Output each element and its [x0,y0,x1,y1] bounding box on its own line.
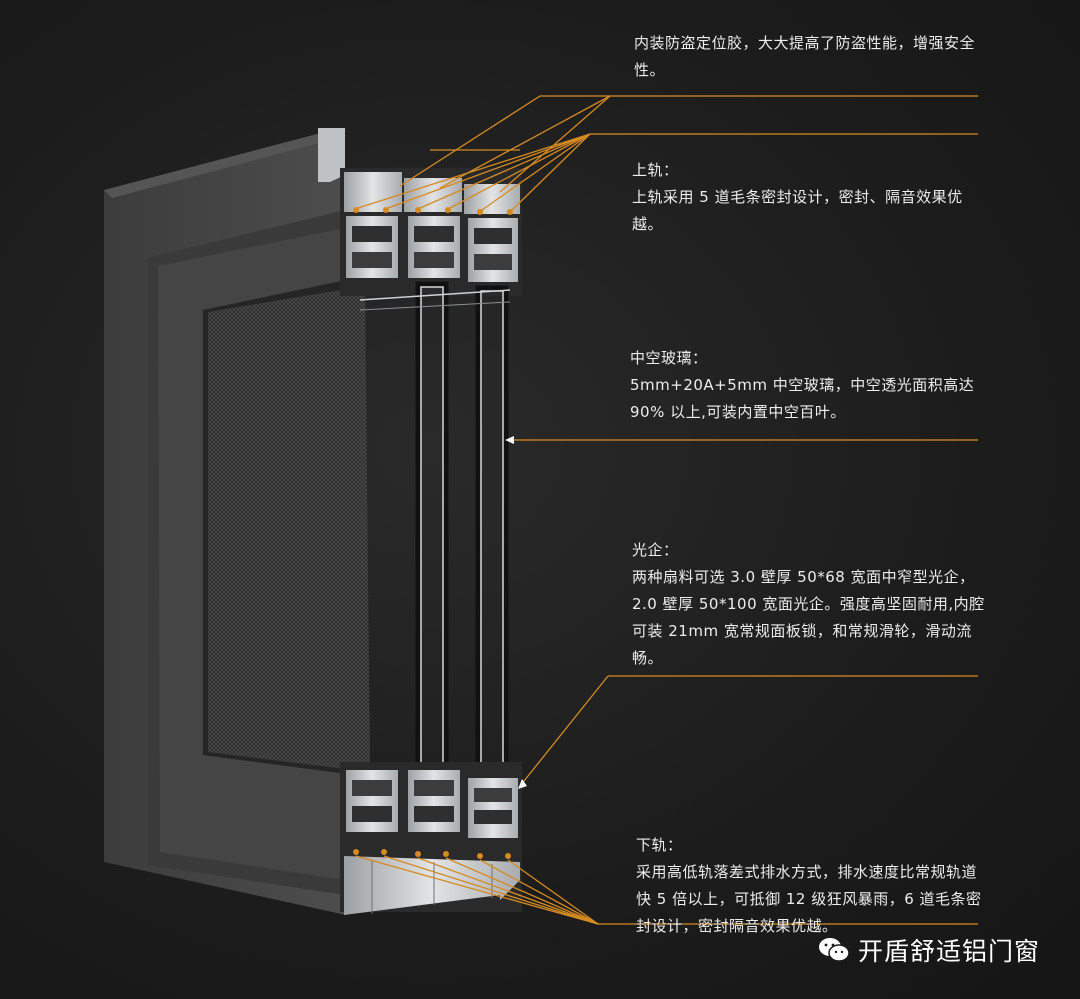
callout-bottom-rail: 下轨： 采用高低轨落差式排水方式，排水速度比常规轨道快 5 倍以上，可抵御 12… [636,832,991,940]
callout-anti-theft-body: 内装防盗定位胶，大大提高了防盗性能，增强安全性。 [634,34,976,79]
bottom-rail-profile [340,762,522,915]
callout-glass-title: 中空玻璃： [630,349,708,367]
top-rail-profile [318,128,522,296]
callout-bottom-rail-title: 下轨： [636,836,683,854]
wechat-icon [819,938,850,962]
callout-top-rail-title: 上轨： [632,161,679,179]
callout-sash: 光企： 两种扇料可选 3.0 壁厚 50*68 宽面中窄型光企，2.0 壁厚 5… [632,537,987,672]
callout-lines [355,95,978,925]
watermark-text: 开盾舒适铝门窗 [858,937,1041,966]
insect-screen [208,286,370,772]
callout-glass-body: 5mm+20A+5mm 中空玻璃，中空透光面积高达 90% 以上,可装内置中空百… [630,376,975,421]
callout-glass: 中空玻璃： 5mm+20A+5mm 中空玻璃，中空透光面积高达 90% 以上,可… [630,345,985,426]
callout-top-rail-body: 上轨采用 5 道毛条密封设计，密封、隔音效果优越。 [632,188,963,233]
callout-arrowheads [505,436,527,789]
callout-anti-theft: 内装防盗定位胶，大大提高了防盗性能，增强安全性。 [634,30,984,84]
watermark: 开盾舒适铝门窗 [818,932,1040,968]
callout-bottom-rail-body: 采用高低轨落差式排水方式，排水速度比常规轨道快 5 倍以上，可抵御 12 级狂风… [636,863,982,935]
insulated-glass [359,281,511,775]
callout-top-rail: 上轨： 上轨采用 5 道毛条密封设计，密封、隔音效果优越。 [632,157,982,238]
callout-sash-title: 光企： [632,541,679,559]
callout-sash-body: 两种扇料可选 3.0 壁厚 50*68 宽面中窄型光企，2.0 壁厚 50*10… [632,568,985,667]
